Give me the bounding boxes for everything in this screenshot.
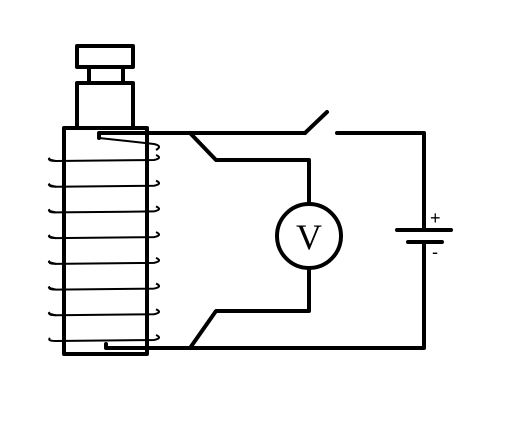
coil-turn: [48, 334, 160, 343]
coil-wrap: [47, 234, 57, 240]
bottom-right-wire: [186, 240, 426, 350]
voltmeter-label: V: [296, 217, 322, 257]
coil-wrap: [47, 286, 57, 291]
coil-wrap: [47, 311, 57, 317]
voltmeter-bottom-wire: [188, 266, 311, 350]
coil-top-lead: [97, 131, 190, 140]
plunger-neck: [87, 65, 125, 85]
voltmeter-icon: [275, 202, 343, 270]
open-switch-icon[interactable]: [303, 110, 329, 135]
battery-plus-label: +: [430, 208, 441, 228]
voltmeter-top-wire: [188, 131, 311, 206]
coil-wrap: [47, 183, 57, 188]
plunger-body: [75, 81, 135, 130]
plunger-cap: [75, 44, 135, 69]
coil-wrap: [98, 137, 160, 151]
coil-wrap: [47, 157, 57, 162]
coil-wrap: [47, 208, 57, 214]
battery-minus-label: -: [432, 242, 438, 262]
coil-wrap: [47, 260, 57, 265]
coil-bottom-lead: [104, 342, 190, 350]
top-right-wire: [335, 131, 426, 232]
solenoid-tube: [62, 126, 149, 356]
solenoid-icon: [47, 137, 160, 343]
